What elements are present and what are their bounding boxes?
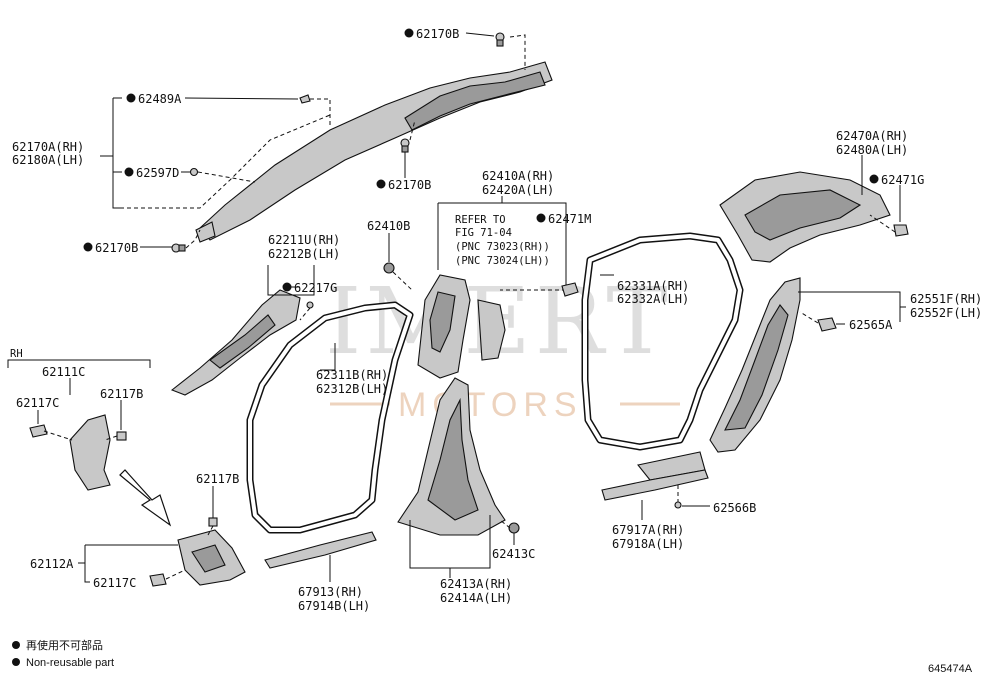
label-62551f: 62551F(RH) (910, 292, 982, 306)
roof-side-garnish (195, 61, 553, 243)
clip-62565a (817, 317, 837, 332)
label-62211u: 62211U(RH) (268, 233, 340, 247)
clip-62117b-mid (208, 517, 218, 527)
label-62471m: 62471M (548, 212, 591, 226)
fastener-62170b-top (495, 32, 505, 47)
label-62117c-bot: 62117C (93, 576, 136, 590)
clip-62117c-bot (149, 573, 167, 587)
label-62410b: 62410B (367, 219, 410, 233)
label-refer-pnc-lh: (PNC 73024(LH)) (455, 255, 550, 267)
label-62471g: 62471G (881, 173, 924, 187)
label-62420a: 62420A(LH) (482, 183, 554, 197)
label-62170b-top: 62170B (416, 27, 459, 41)
part-labels: 62170B 62489A 62170A(RH) 62180A(LH) 6259… (10, 27, 982, 613)
fastener-62489a (299, 94, 311, 104)
label-62480a: 62480A(LH) (836, 143, 908, 157)
fastener-62170b-left (171, 243, 186, 253)
fastener-62170b-mid (400, 138, 410, 153)
label-62117c-top: 62117C (16, 396, 59, 410)
leaders-center-upper (437, 196, 579, 297)
label-67918a: 67918A(LH) (612, 537, 684, 551)
label-62597d: 62597D (136, 166, 179, 180)
front-pillar-garnish (170, 289, 301, 396)
cowl-side-trim-rh (69, 414, 111, 491)
label-67914b: 67914B(LH) (298, 599, 370, 613)
front-pillar-garnish-inner (209, 314, 276, 369)
roof-side-garnish-end (195, 221, 216, 243)
label-62180a: 62180A(LH) (12, 153, 84, 167)
label-62212b: 62212B(LH) (268, 247, 340, 261)
rear-scuff-plate (601, 451, 709, 501)
label-refer-pnc-rh: (PNC 73023(RH)) (455, 241, 550, 253)
leaders-quarter-upper (861, 155, 909, 237)
figure-id: 645474A (928, 663, 973, 675)
direction-arrow (119, 469, 172, 527)
label-62565a: 62565A (849, 318, 893, 332)
label-62117b-top: 62117B (100, 387, 143, 401)
leaders-front-weatherstrip (320, 343, 336, 371)
label-62566b: 62566B (713, 501, 756, 515)
rh-detail (7, 359, 172, 527)
label-62489a: 62489A (138, 92, 182, 106)
fastener-62597d (189, 167, 199, 177)
label-62117b-mid: 62117B (196, 472, 239, 486)
roof-side-garnish-clip-area (404, 71, 546, 131)
watermark-subtitle: MOTORS (398, 386, 583, 424)
quarter-lower-trim (709, 277, 801, 453)
front-door-weatherstrip (246, 301, 414, 534)
label-67917a: 67917A(RH) (612, 523, 684, 537)
leaders-quarter-lower (798, 291, 906, 332)
label-62470a: 62470A(RH) (836, 129, 908, 143)
legend: 再使用不可部品 Non-reusable part (12, 638, 114, 669)
clip-62117c-top (29, 424, 48, 438)
cowl-side-trim-lower (177, 529, 246, 586)
rear-door-weatherstrip (581, 232, 744, 451)
label-62331a: 62331A(RH) (617, 279, 689, 293)
label-62552f: 62552F(LH) (910, 306, 982, 320)
label-62413c: 62413C (492, 547, 535, 561)
leaders-front-pillar (267, 265, 315, 321)
label-62410a: 62410A(RH) (482, 169, 554, 183)
label-rh: RH (10, 348, 23, 360)
clip-62117b-top (116, 431, 127, 441)
label-62170b-mid: 62170B (388, 178, 431, 192)
clip-62471m (561, 282, 579, 297)
label-refer-to: REFER TO (455, 214, 506, 226)
fastener-62410b (383, 233, 413, 291)
leaders-cowl-lower (78, 486, 218, 587)
label-62413a: 62413A(RH) (440, 577, 512, 591)
label-62414a: 62414A(LH) (440, 591, 512, 605)
label-62170a: 62170A(RH) (12, 140, 84, 154)
label-62170b-left: 62170B (95, 241, 138, 255)
leaders-upper (100, 32, 526, 249)
center-pillar-lower-garnish (397, 377, 506, 536)
clip-62471g (893, 224, 909, 237)
label-62112a: 62112A (30, 557, 74, 571)
legend-cn: 再使用不可部品 (26, 638, 103, 652)
leaders-center-lower (409, 515, 520, 578)
label-67913: 67913(RH) (298, 585, 363, 599)
label-62111c: 62111C (42, 365, 85, 379)
label-62332a: 62332A(LH) (617, 292, 689, 306)
leaders-rear-scuff (641, 485, 710, 520)
front-scuff-plate (264, 531, 377, 569)
center-pillar-upper-garnish (417, 274, 506, 379)
label-62312b: 62312B(LH) (316, 382, 388, 396)
legend-dot-en (12, 658, 20, 666)
label-62217g: 62217G (294, 281, 337, 295)
seatbelt-anchor-cover (477, 299, 506, 361)
legend-en: Non-reusable part (26, 657, 114, 669)
label-62311b: 62311B(RH) (316, 368, 388, 382)
legend-dot-cn (12, 641, 20, 649)
quarter-upper-trim (719, 171, 891, 263)
label-refer-fig: FIG 71-04 (455, 227, 512, 239)
